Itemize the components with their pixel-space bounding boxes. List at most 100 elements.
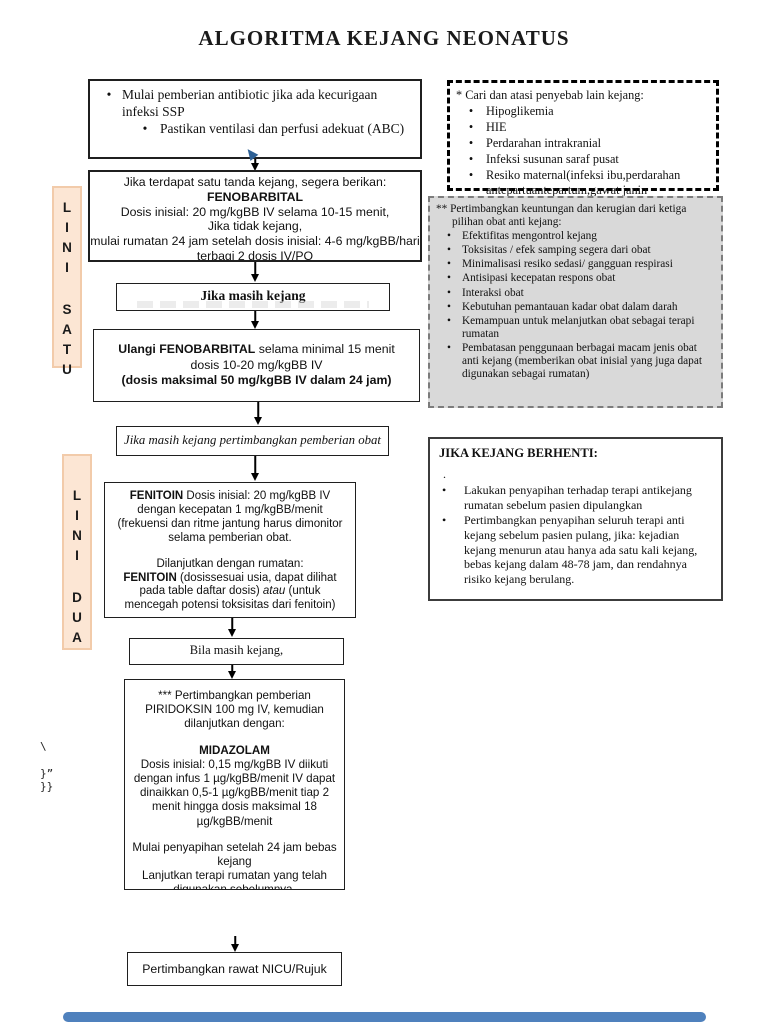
stopped-item: Lakukan penyapihan terhadap terapi antik… — [464, 483, 692, 512]
considerations-box: ** Pertimbangkan keuntungan dan kerugian… — [428, 196, 723, 408]
mid-para3: Mulai penyapihan setelah 24 jam bebas ke… — [132, 840, 337, 869]
label-letter: A — [62, 322, 72, 337]
bullet-icon: • — [106, 87, 112, 102]
nicu-box: Pertimbangkan rawat NICU/Rujuk — [127, 952, 342, 986]
nicu-label: Pertimbangkan rawat NICU/Rujuk — [142, 962, 327, 976]
still-seizing-label: Jika masih kejang — [200, 288, 306, 303]
bullet-icon: • — [447, 286, 451, 299]
stopped-item: Pertimbangkan penyapihan seluruh terapi … — [464, 513, 698, 586]
footer-scrollbar[interactable] — [63, 1012, 706, 1022]
consideration-item: Toksisitas / efek samping segera dari ob… — [462, 244, 651, 257]
bullet-icon: • — [447, 272, 451, 285]
flow-arrow-icon — [226, 618, 238, 637]
still-seizing-box: Jika masih kejang — [116, 283, 390, 311]
fenitoin-para2b: (untuk mencegah potensi toksisitas dari … — [124, 585, 336, 612]
fenitoin-atau: atau — [262, 585, 286, 598]
bullet-icon: • — [447, 341, 451, 354]
mid-para2: Dosis inisial: 0,15 mg/kgBB IV diikuti d… — [133, 757, 336, 828]
cause-item: Hipoglikemia — [486, 104, 554, 118]
feno-drug-name: FENOBARBITAL — [206, 189, 304, 204]
bullet-icon: • — [447, 258, 451, 271]
stopped-header: JIKA KEJANG BERHENTI: — [439, 446, 598, 460]
cause-item: HIE — [486, 120, 507, 134]
bullet-icon: • — [142, 121, 148, 136]
list-item: • Pastikan ventilasi dan perfusi adekuat… — [96, 120, 412, 137]
bullet-icon: • — [442, 513, 447, 528]
cause-item: Perdarahan intrakranial — [486, 136, 602, 150]
repeat-bold-note: (dosis maksimal 50 mg/kgBB IV dalam 24 j… — [121, 373, 392, 388]
label-letter: S — [62, 302, 72, 317]
fenitoin-box: FENITOIN Dosis inisial: 20 mg/kgBB IV de… — [104, 482, 356, 618]
flow-arrow-icon — [249, 159, 261, 171]
consideration-item: Interaksi obat — [462, 286, 524, 299]
repeat-rest: selama minimal 15 menit dosis 10-20 mg/k… — [190, 342, 395, 372]
bullet-icon: • — [447, 300, 451, 313]
seizure-stopped-box: JIKA KEJANG BERHENTI: . • Lakukan penyapi… — [428, 437, 723, 601]
stray-line: }} — [40, 780, 54, 793]
bullet-icon: • — [447, 244, 451, 257]
mid-para1: *** Pertimbangkan pemberian PIRIDOKSIN 1… — [145, 689, 324, 731]
label-letter: L — [72, 488, 82, 503]
bullet-icon: • — [468, 136, 474, 150]
stopped-sub: . — [443, 466, 446, 481]
bullet-icon: • — [442, 483, 447, 498]
cause-item: Resiko maternal(infeksi ibu,perdarahan a… — [486, 168, 681, 197]
start-bullet2: Pastikan ventilasi dan perfusi adekuat (… — [160, 121, 405, 136]
stray-line: }” — [40, 767, 54, 780]
bullet-icon: • — [468, 104, 474, 118]
label-letter: D — [72, 590, 82, 605]
label-letter: N — [72, 528, 82, 543]
label-letter: N — [62, 240, 72, 255]
piridoksin-midazolam-box: *** Pertimbangkan pemberian PIRIDOKSIN 1… — [124, 679, 345, 890]
bullet-icon: • — [468, 152, 474, 166]
if-still-label: Bila masih kejang, — [189, 643, 284, 657]
consideration-item: Efektifitas mengontrol kejang — [462, 230, 597, 243]
label-letter: I — [75, 508, 79, 523]
bullet-icon: • — [468, 120, 474, 134]
feno-line2: Dosis inisial: 20 mg/kgBB IV selama 10-1… — [120, 204, 390, 219]
consider-label: Jika masih kejang pertimbangkan pemberia… — [124, 433, 381, 447]
lini-dua-label: L I N I D U A — [62, 454, 92, 650]
stray-line: \ — [40, 740, 47, 753]
label-letter: I — [75, 548, 79, 563]
considerations-header: ** Pertimbangkan keuntungan dan kerugian… — [436, 203, 687, 229]
bullet-icon: • — [447, 314, 451, 327]
start-box: • Mulai pemberian antibiotic jika ada ke… — [88, 79, 422, 159]
consideration-item: Minimalisasi resiko sedasi/ gangguan res… — [462, 258, 673, 271]
cause-item: Infeksi susunan saraf pusat — [486, 152, 619, 166]
label-letter: I — [65, 260, 69, 275]
flow-arrow-icon — [249, 262, 261, 282]
flow-arrow-icon — [226, 665, 238, 679]
page-title: ALGORITMA KEJANG NEONATUS — [198, 26, 570, 50]
fenitoin-drug1: FENITOIN — [129, 490, 184, 502]
flow-arrow-icon — [252, 402, 264, 425]
repeat-bold-lead: Ulangi FENOBARBITAL — [118, 342, 256, 357]
causes-header: * Cari dan atasi penyebab lain kejang: — [456, 88, 644, 102]
repeat-fenobarbital-box: Ulangi FENOBARBITAL selama minimal 15 me… — [93, 329, 420, 402]
label-letter: U — [62, 362, 72, 377]
label-letter: L — [62, 200, 72, 215]
list-item: • Mulai pemberian antibiotic jika ada ke… — [96, 86, 412, 120]
fenitoin-para2a: (dosissesuai usia, dapat dilihat pada ta… — [139, 571, 337, 598]
if-still-seizing-box: Bila masih kejang, — [129, 638, 344, 665]
start-bullet1: Mulai pemberian antibiotic jika ada kecu… — [122, 87, 378, 119]
feno-line3: Jika tidak kejang, — [207, 219, 303, 234]
consideration-item: Pembatasan penggunaan berbagai macam jen… — [462, 341, 702, 381]
fenobarbital-box: Jika terdapat satu tanda kejang, segera … — [88, 170, 422, 262]
flow-arrow-icon — [249, 311, 261, 329]
feno-line5: terbagi 2 dosis IV/PO — [196, 248, 314, 262]
causes-box: * Cari dan atasi penyebab lain kejang: •… — [447, 80, 719, 197]
lini-satu-label: L I N I S A T U — [52, 186, 82, 377]
label-letter: U — [72, 610, 82, 625]
bullet-icon: • — [447, 230, 451, 243]
stray-marks: \ }” }} — [40, 740, 100, 793]
consider-drug-box: Jika masih kejang pertimbangkan pemberia… — [116, 426, 389, 456]
feno-line1: Jika terdapat satu tanda kejang, segera … — [123, 175, 387, 189]
label-letter: I — [65, 220, 69, 235]
faded-ghost-text — [137, 301, 369, 308]
feno-line4: mulai rumatan 24 jam setelah dosis inisi… — [90, 234, 420, 249]
mid-drug-name: MIDAZOLAM — [199, 743, 270, 757]
consideration-item: Kebutuhan pemantauan kadar obat dalam da… — [462, 300, 678, 313]
fenitoin-para1: Dosis inisial: 20 mg/kgBB IV dengan kece… — [117, 490, 343, 544]
